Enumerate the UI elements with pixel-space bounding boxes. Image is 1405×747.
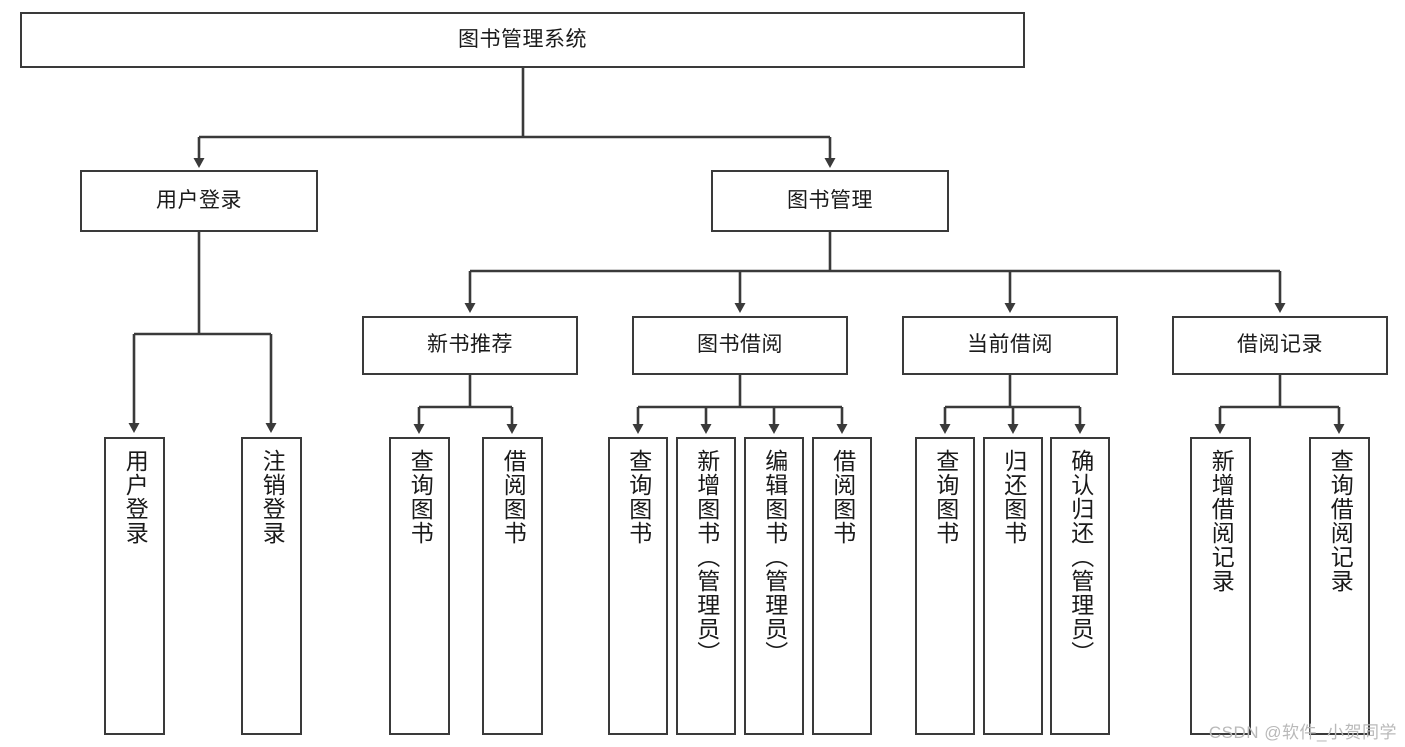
node-leaf-logout-login-label: 注销登录: [259, 449, 286, 545]
node-leaf-query-record-label: 查询借阅记录: [1327, 449, 1354, 593]
node-leaf-add-record-label: 新增借阅记录: [1208, 449, 1235, 593]
node-leaf-logout-login[interactable]: 注销登录: [241, 437, 302, 735]
node-leaf-confirm-return-label: 确认归还（管理员）: [1067, 449, 1094, 665]
node-current-borrow-label: 当前借阅: [967, 333, 1053, 357]
node-book-manage-label: 图书管理: [787, 188, 873, 212]
node-book-manage[interactable]: 图书管理: [711, 170, 949, 232]
node-new-book-rec[interactable]: 新书推荐: [362, 316, 578, 375]
node-leaf-query-book-2-label: 查询图书: [625, 449, 652, 545]
node-leaf-query-book-3[interactable]: 查询图书: [915, 437, 975, 735]
node-leaf-user-login[interactable]: 用户登录: [104, 437, 165, 735]
watermark-text: CSDN @软件_小贺同学: [1208, 723, 1397, 742]
node-leaf-user-login-label: 用户登录: [122, 449, 149, 545]
node-user-login-label: 用户登录: [156, 188, 242, 212]
node-new-book-rec-label: 新书推荐: [427, 333, 513, 357]
node-book-borrow[interactable]: 图书借阅: [632, 316, 848, 375]
node-leaf-add-book-label: 新增图书（管理员）: [693, 449, 720, 665]
node-leaf-borrow-book-2-label: 借阅图书: [829, 449, 856, 545]
node-leaf-edit-book[interactable]: 编辑图书（管理员）: [744, 437, 804, 735]
node-leaf-confirm-return[interactable]: 确认归还（管理员）: [1050, 437, 1110, 735]
node-leaf-query-book-1-label: 查询图书: [407, 449, 434, 545]
node-current-borrow[interactable]: 当前借阅: [902, 316, 1118, 375]
node-leaf-edit-book-label: 编辑图书（管理员）: [761, 449, 788, 665]
node-leaf-return-book-label: 归还图书: [1000, 449, 1027, 545]
node-leaf-add-book[interactable]: 新增图书（管理员）: [676, 437, 736, 735]
node-user-login[interactable]: 用户登录: [80, 170, 318, 232]
node-leaf-query-book-3-label: 查询图书: [932, 449, 959, 545]
node-leaf-query-record[interactable]: 查询借阅记录: [1309, 437, 1370, 735]
node-leaf-borrow-book-1[interactable]: 借阅图书: [482, 437, 543, 735]
node-root-label: 图书管理系统: [458, 27, 587, 51]
node-borrow-record[interactable]: 借阅记录: [1172, 316, 1388, 375]
node-borrow-record-label: 借阅记录: [1237, 333, 1323, 357]
node-leaf-query-book-2[interactable]: 查询图书: [608, 437, 668, 735]
node-leaf-add-record[interactable]: 新增借阅记录: [1190, 437, 1251, 735]
node-leaf-borrow-book-1-label: 借阅图书: [500, 449, 527, 545]
node-leaf-query-book-1[interactable]: 查询图书: [389, 437, 450, 735]
node-book-borrow-label: 图书借阅: [697, 333, 783, 357]
node-leaf-return-book[interactable]: 归还图书: [983, 437, 1043, 735]
node-root[interactable]: 图书管理系统: [20, 12, 1025, 68]
node-leaf-borrow-book-2[interactable]: 借阅图书: [812, 437, 872, 735]
